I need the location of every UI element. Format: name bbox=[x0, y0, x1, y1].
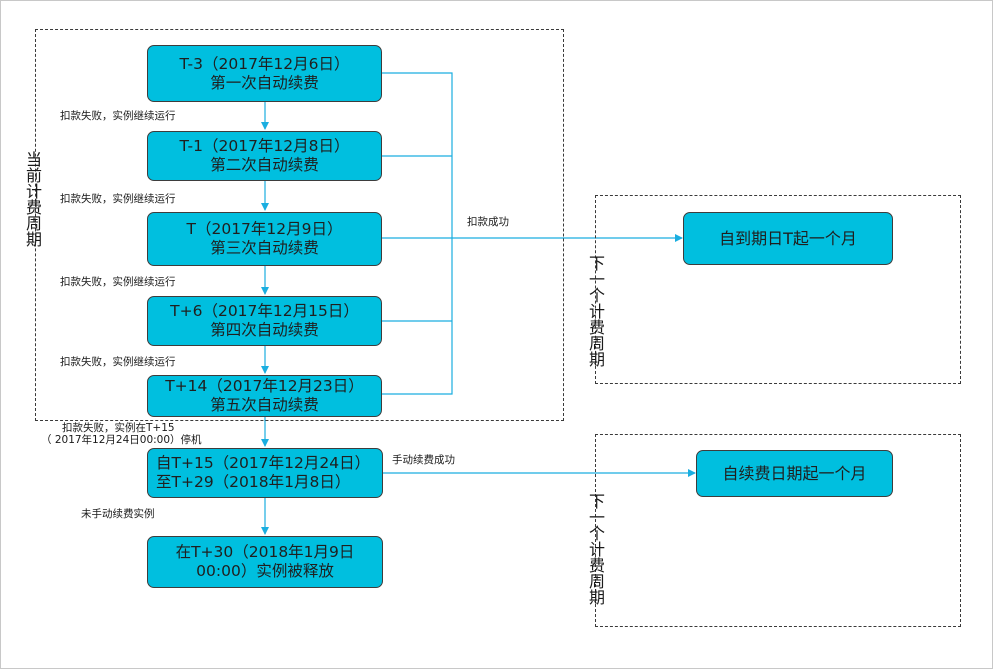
manual-renew-window-box: 自T+15（2017年12月24日） 至T+29（2018年1月8日） bbox=[147, 448, 383, 498]
release-status: 00:00）实例被释放 bbox=[196, 562, 334, 580]
manual-window-start: 自T+15（2017年12月24日） bbox=[156, 454, 371, 472]
attempt-box-1-title: 第一次自动续费 bbox=[210, 73, 319, 92]
next-period-frame-top bbox=[595, 195, 961, 384]
manual-window-end: 至T+29（2018年1月8日） bbox=[156, 473, 351, 491]
attempt-box-1-date: T-3（2017年12月6日） bbox=[179, 54, 350, 73]
next-period-label-bottom: 下一个计费周期 bbox=[586, 493, 605, 605]
attempt-box-2: T-1（2017年12月8日） 第二次自动续费 bbox=[147, 131, 382, 181]
attempt-box-4-title: 第四次自动续费 bbox=[210, 321, 319, 339]
attempt-box-4: T+6（2017年12月15日） 第四次自动续费 bbox=[147, 296, 382, 346]
edge-label-fail-stop-line2: （ 2017年12月24日00:00）停机 bbox=[41, 434, 202, 446]
attempt-box-3-title: 第三次自动续费 bbox=[210, 239, 319, 257]
auto-renew-success-target: 自到期日T起一个月 bbox=[683, 212, 893, 265]
attempt-box-2-date: T-1（2017年12月8日） bbox=[179, 137, 350, 155]
manual-target-text: 自续费日期起一个月 bbox=[722, 464, 867, 483]
edge-label-fail-continue-1: 扣款失败，实例继续运行 bbox=[60, 110, 176, 122]
attempt-box-5-title: 第五次自动续费 bbox=[210, 396, 319, 414]
edge-label-charge-success: 扣款成功 bbox=[467, 216, 509, 228]
attempt-box-5-date: T+14（2017年12月23日） bbox=[165, 377, 364, 395]
attempt-box-3: T（2017年12月9日） 第三次自动续费 bbox=[147, 212, 382, 266]
attempt-box-2-title: 第二次自动续费 bbox=[210, 156, 319, 174]
attempt-box-5: T+14（2017年12月23日） 第五次自动续费 bbox=[147, 375, 382, 417]
next-period-label-top: 下一个计费周期 bbox=[586, 255, 605, 367]
success-branch-1 bbox=[381, 72, 453, 395]
edge-label-manual-success: 手动续费成功 bbox=[392, 454, 455, 466]
edge-label-fail-stop-line1: 扣款失败，实例在T+15 bbox=[62, 422, 175, 434]
manual-renew-success-target: 自续费日期起一个月 bbox=[696, 450, 893, 497]
current-period-label: 当前计费周期 bbox=[23, 151, 42, 247]
release-date: 在T+30（2018年1月9日 bbox=[175, 543, 355, 561]
next-period-frame-bottom bbox=[595, 434, 961, 627]
auto-target-text: 自到期日T起一个月 bbox=[719, 229, 857, 248]
attempt-box-1: T-3（2017年12月6日） 第一次自动续费 bbox=[147, 45, 382, 102]
edge-label-fail-continue-2: 扣款失败，实例继续运行 bbox=[60, 193, 176, 205]
edge-label-no-manual-renew: 未手动续费实例 bbox=[81, 508, 155, 520]
attempt-box-4-date: T+6（2017年12月15日） bbox=[170, 302, 359, 320]
instance-release-box: 在T+30（2018年1月9日 00:00）实例被释放 bbox=[147, 536, 383, 588]
attempt-box-3-date: T（2017年12月9日） bbox=[186, 220, 343, 238]
edge-label-fail-continue-3: 扣款失败，实例继续运行 bbox=[60, 276, 176, 288]
edge-label-fail-continue-4: 扣款失败，实例继续运行 bbox=[60, 356, 176, 368]
current-period-frame bbox=[35, 29, 564, 421]
